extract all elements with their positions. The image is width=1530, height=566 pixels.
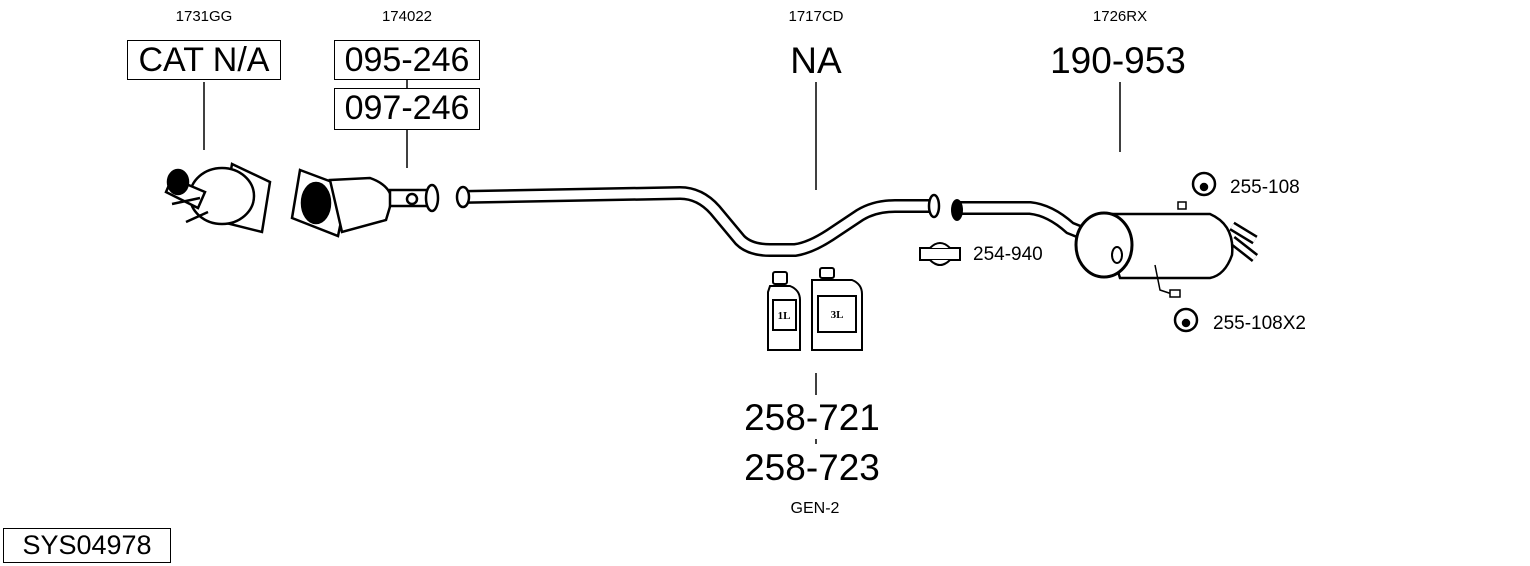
rubber-mount-icon	[1191, 171, 1217, 197]
group-code: 1731GG	[175, 8, 233, 25]
part-number[interactable]: NA	[790, 40, 842, 81]
part-number-box[interactable]: CAT N/A	[127, 40, 281, 80]
group-code: 1717CD	[788, 8, 844, 25]
part-number[interactable]: 190-953	[1050, 40, 1186, 81]
paste-can-large-icon	[811, 267, 863, 351]
diesel-particulate-filter-icon	[290, 168, 440, 238]
group-code: 174022	[381, 8, 433, 25]
rear-muffler-icon	[951, 199, 1259, 298]
part-number-box[interactable]: 097-246	[334, 88, 480, 130]
middle-pipe-icon	[455, 185, 941, 257]
paste-note: GEN-2	[790, 500, 840, 517]
part-number[interactable]: 258-723	[744, 447, 880, 488]
clamp-icon	[919, 242, 961, 266]
system-id: SYS04978	[3, 528, 171, 563]
part-number[interactable]: 258-721	[744, 397, 880, 438]
paste-bottle-small-icon	[767, 271, 801, 351]
rubber-mount-icon	[1173, 307, 1199, 333]
bottle-small-label: 1L	[778, 310, 791, 322]
accessory-part-number[interactable]: 255-108X2	[1213, 313, 1306, 334]
catalytic-converter-icon	[164, 162, 272, 234]
accessory-part-number[interactable]: 254-940	[973, 244, 1043, 265]
accessory-part-number[interactable]: 255-108	[1230, 177, 1300, 198]
part-number-box[interactable]: 095-246	[334, 40, 480, 80]
bottle-large-label: 3L	[831, 309, 844, 321]
group-code: 1726RX	[1092, 8, 1148, 25]
